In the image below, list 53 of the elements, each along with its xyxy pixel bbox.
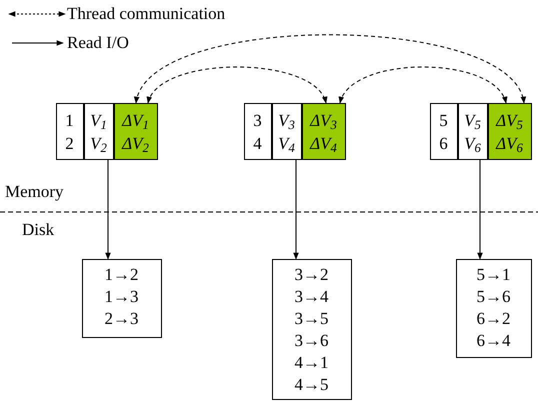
- edge-list-box: [272, 259, 352, 400]
- cell-text: 6→2: [476, 308, 510, 330]
- cell-text: 6→4: [476, 330, 510, 352]
- cell-text: 4→1: [294, 352, 328, 374]
- cell-text: 4: [253, 132, 262, 154]
- index-cell: [244, 103, 272, 160]
- cell-text: V$_{6}$: [464, 132, 481, 154]
- cell-text: 3→4: [294, 286, 328, 308]
- region-label: Disk: [22, 220, 54, 240]
- dashed-arrow: [340, 66, 506, 104]
- edge-list-box: [82, 259, 162, 338]
- cell-text: ΔV$_{1}$: [122, 110, 149, 132]
- cell-text: V$_{3}$: [278, 110, 295, 132]
- cell-text: ΔV$_{6}$: [496, 132, 523, 154]
- cell-text: 5→6: [476, 286, 510, 308]
- cell-text: V$_{1}$: [90, 110, 107, 132]
- value-cell: [84, 103, 114, 160]
- cell-text: 2→3: [104, 308, 138, 330]
- cell-text: ΔV$_{3}$: [310, 110, 337, 132]
- cell-text: V$_{5}$: [464, 110, 481, 132]
- dashed-arrow: [136, 34, 524, 104]
- arrow: [105, 160, 111, 260]
- arrow: [477, 160, 483, 260]
- cell-text: 3→6: [294, 330, 328, 352]
- delta-cell: [302, 103, 346, 160]
- dashed-arrow: [148, 66, 326, 104]
- cell-text: 6: [439, 132, 448, 154]
- value-cell: [458, 103, 488, 160]
- cell-text: 3→5: [294, 308, 328, 330]
- index-cell: [430, 103, 458, 160]
- delta-cell: [114, 103, 158, 160]
- cell-text: 5→1: [476, 264, 510, 286]
- cell-text: ΔV$_{2}$: [122, 132, 149, 154]
- value-cell: [272, 103, 302, 160]
- cell-text: V$_{4}$: [278, 132, 295, 154]
- cell-text: V$_{2}$: [90, 132, 107, 154]
- legend-text: Thread communication: [67, 4, 226, 24]
- cell-text: 1→2: [104, 264, 138, 286]
- cell-text: 2: [65, 132, 74, 154]
- cell-text: 1: [65, 110, 74, 132]
- cell-text: 1→3: [104, 286, 138, 308]
- index-cell: [56, 103, 84, 160]
- legend-text: Read I/O: [67, 33, 129, 53]
- cell-text: 3→2: [294, 264, 328, 286]
- cell-text: 3: [253, 110, 262, 132]
- arrow: [293, 160, 299, 260]
- cell-text: 5: [439, 110, 448, 132]
- delta-cell: [488, 103, 532, 160]
- cell-text: ΔV$_{5}$: [496, 110, 523, 132]
- region-label: Memory: [5, 182, 64, 202]
- cell-text: ΔV$_{4}$: [310, 132, 337, 154]
- cell-text: 4→5: [294, 374, 328, 396]
- edge-list-box: [456, 259, 532, 358]
